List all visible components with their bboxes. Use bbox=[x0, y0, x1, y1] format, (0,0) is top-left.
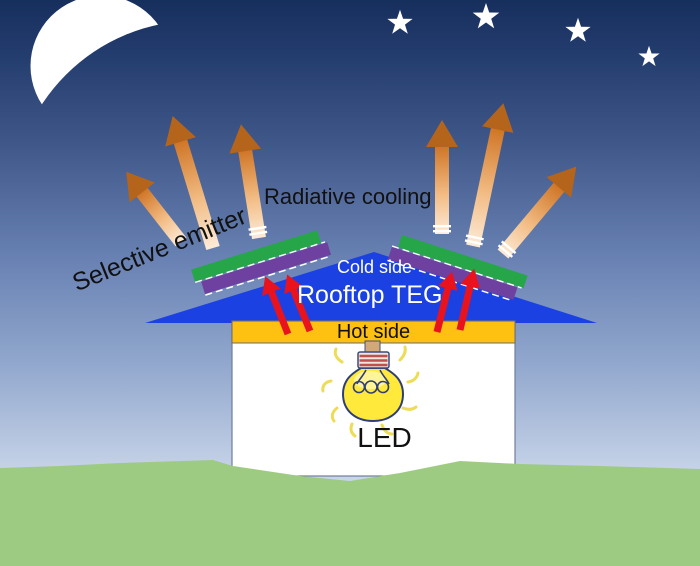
layer-divider bbox=[391, 245, 522, 289]
cold-side-label: Cold side bbox=[337, 257, 413, 277]
heat-arrow-icon bbox=[284, 274, 314, 333]
radiative-arrow-icon bbox=[497, 166, 577, 259]
star-icon bbox=[565, 17, 591, 42]
purple-layer bbox=[201, 242, 332, 294]
bulb-screw bbox=[357, 351, 390, 369]
light-bulb-icon bbox=[321, 340, 420, 438]
selective-emitter-right bbox=[387, 235, 528, 302]
green-layer bbox=[191, 230, 322, 282]
ground bbox=[0, 460, 700, 566]
crescent-moon-icon bbox=[30, 0, 172, 137]
heat-arrow-icon bbox=[262, 276, 292, 336]
radiative-arrow-icon bbox=[165, 116, 220, 251]
heat-arrows-group bbox=[262, 268, 480, 336]
bulb-filament bbox=[352, 369, 390, 394]
star-icon bbox=[472, 3, 500, 29]
rooftop-teg-label: Rooftop TEG bbox=[297, 281, 443, 309]
layer-divider bbox=[194, 241, 326, 284]
stars-group bbox=[387, 3, 660, 67]
star-icon bbox=[387, 9, 413, 34]
radiative-arrow-icon bbox=[229, 124, 268, 240]
bulb-rays bbox=[321, 345, 420, 438]
led-label: LED bbox=[357, 422, 412, 453]
radiative-arrow-icon bbox=[126, 171, 187, 247]
purple-layer bbox=[387, 246, 518, 300]
heat-arrow-icon bbox=[433, 271, 458, 333]
radiative-cooling-label: Radiative cooling bbox=[264, 184, 432, 209]
green-layer bbox=[398, 235, 528, 288]
star-icon bbox=[638, 45, 660, 67]
heat-arrow-icon bbox=[456, 268, 480, 331]
rooftop-teg-roof bbox=[145, 252, 597, 323]
radiative-arrow-icon bbox=[464, 103, 514, 248]
hot-side-label: Hot side bbox=[336, 321, 411, 343]
radiative-arrows-group bbox=[126, 103, 577, 259]
radiative-arrow-icon bbox=[426, 120, 458, 234]
